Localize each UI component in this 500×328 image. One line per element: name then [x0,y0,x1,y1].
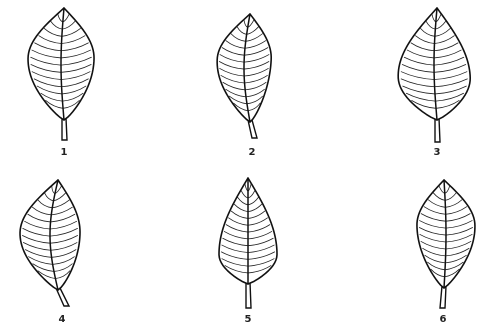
leaf-number-label: 2 [249,147,256,158]
leaf-2: 2 [217,14,271,158]
leaf-stalk [440,286,446,308]
leaf-3: 3 [398,8,470,158]
leaf-number-label: 6 [440,314,447,325]
leaf-stalk [62,118,67,140]
leaf-1: 1 [28,8,94,158]
leaf-5: 5 [219,178,277,325]
leaf-4: 4 [20,180,80,325]
leaf-number-label: 1 [61,147,68,158]
leaf-stalk [246,282,251,308]
leaf-number-label: 3 [434,147,441,158]
leaf-number-label: 4 [59,314,66,325]
leaf-stalk [435,118,440,142]
leaf-stalk [248,120,257,138]
leaf-6: 6 [417,180,475,325]
leaf-number-label: 5 [245,314,252,325]
